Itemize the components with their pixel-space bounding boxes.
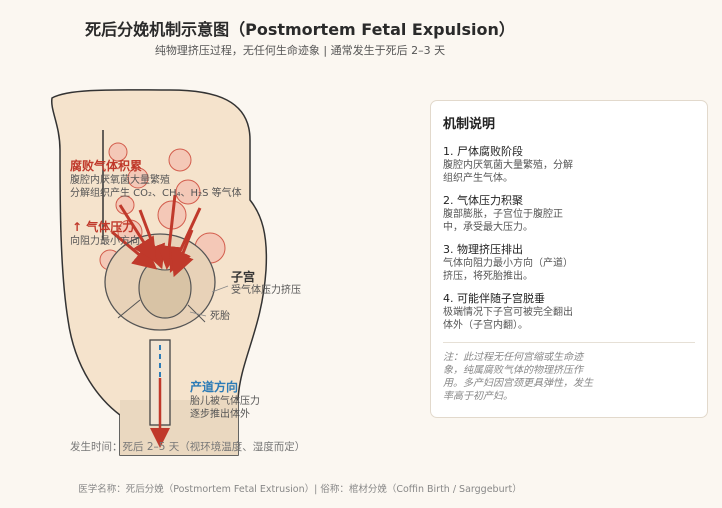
uterus-title: 子宫 <box>231 270 256 284</box>
gas-bubbles <box>99 142 226 271</box>
uterus-desc: 受气体压力挤压 <box>231 285 301 296</box>
step-item: 3. 物理挤压排出 气体向阻力最小方向（产道）挤压，将死胎推出。 <box>443 242 695 283</box>
fetus-label: 死胎 <box>210 311 230 322</box>
step-item: 2. 气体压力积聚 腹部膨胀，子宫位于腹腔正中，承受最大压力。 <box>443 193 695 234</box>
fetus-leader <box>189 311 207 317</box>
step-desc: 腹部膨胀，子宫位于腹腔正中，承受最大压力。 <box>443 209 563 233</box>
gas-pressure-desc: 向阻力最小方向 <box>70 236 140 247</box>
gas-accumulation-desc-1: 腹腔内厌氧菌大量繁殖 <box>70 175 170 186</box>
step-title: 2. 气体压力积聚 <box>443 194 523 207</box>
panel-divider <box>443 342 695 343</box>
fetus-limb-left <box>117 299 141 319</box>
page-title: 死后分娩机制示意图（Postmortem Fetal Expulsion） <box>85 20 515 39</box>
step-title: 3. 物理挤压排出 <box>443 243 523 256</box>
pressure-arrows <box>111 194 202 278</box>
anatomy-diagram <box>51 89 268 456</box>
timing-note: 发生时间：死后 2–5 天（视环境温度、湿度而定） <box>70 441 306 453</box>
step-desc: 气体向阻力最小方向（产道）挤压，将死胎推出。 <box>443 258 573 282</box>
birth-direction-title: 产道方向 <box>190 380 239 394</box>
panel-title: 机制说明 <box>443 117 496 132</box>
mechanism-panel: 机制说明 1. 尸体腐败阶段 腹腔内厌氧菌大量繁殖，分解组织产生气体。 2. 气… <box>430 100 708 418</box>
step-item: 4. 可能伴随子宫脱垂 极端情况下子宫可被完全翻出体外（子宫内翻）。 <box>443 291 695 332</box>
gas-accumulation-desc-2: 分解组织产生 CO₂、CH₄、H₂S 等气体 <box>70 188 242 199</box>
birth-direction-desc-1: 胎儿被气体压力 <box>190 396 260 407</box>
gas-accumulation-title: 腐败气体积累 <box>70 159 143 173</box>
gas-pressure-title: ↑ 气体压力 <box>72 220 135 234</box>
step-desc: 极端情况下子宫可被完全翻出体外（子宫内翻）。 <box>443 307 573 331</box>
panel-note: 注：此过程无任何宫缩或生命迹象，纯属腐败气体的物理挤压作用。多产妇因宫颈更具弹性… <box>443 352 593 402</box>
step-title: 4. 可能伴随子宫脱垂 <box>443 292 545 305</box>
label-leader <box>211 285 229 293</box>
birth-direction-desc-2: 逐步推出体外 <box>190 409 250 420</box>
step-item: 1. 尸体腐败阶段 腹腔内厌氧菌大量繁殖，分解组织产生气体。 <box>443 144 695 185</box>
page-subtitle: 纯物理挤压过程，无任何生命迹象 | 通常发生于死后 2–3 天 <box>154 44 446 57</box>
footer-caption: 医学名称：死后分娩（Postmortem Fetal Extrusion）| 俗… <box>78 484 522 495</box>
step-title: 1. 尸体腐败阶段 <box>443 145 523 158</box>
step-desc: 腹腔内厌氧菌大量繁殖，分解组织产生气体。 <box>443 160 573 184</box>
